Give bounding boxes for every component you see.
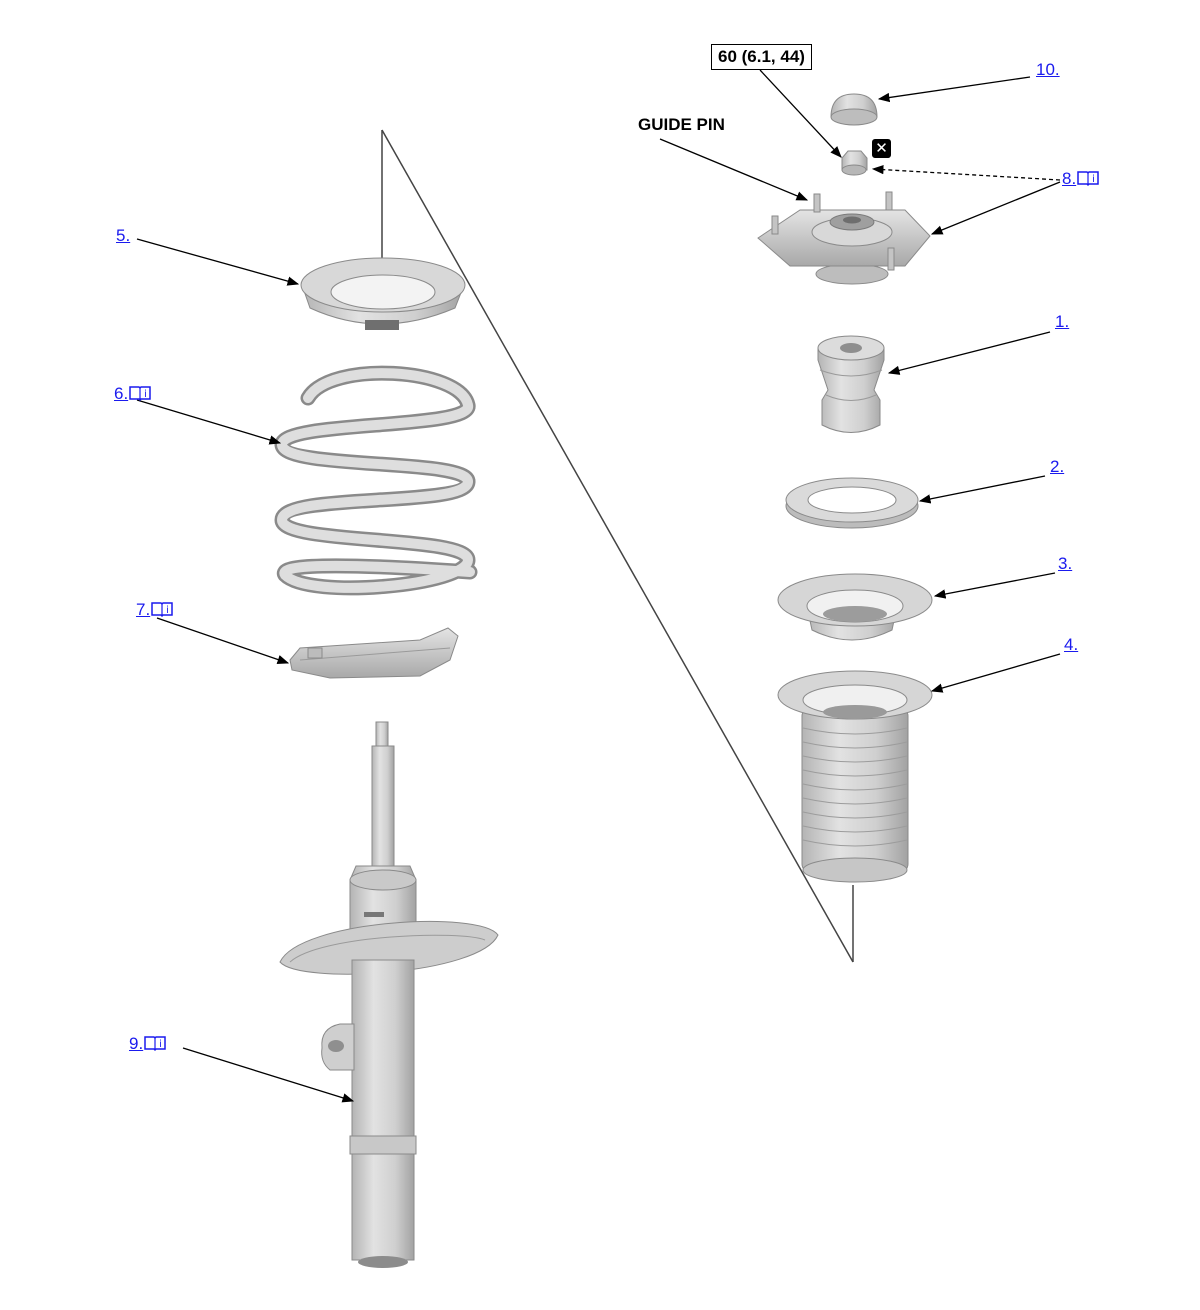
callout-9-label: 9. xyxy=(129,1034,144,1053)
callout-6-link[interactable]: 6. i xyxy=(114,384,151,404)
torque-spec-box: 60 (6.1, 44) xyxy=(711,44,812,70)
part-1-bump-stop xyxy=(817,335,885,433)
book-info-icon: i xyxy=(151,602,173,618)
book-info-icon: i xyxy=(144,1036,166,1052)
svg-text:i: i xyxy=(144,389,147,400)
callout-8-link[interactable]: 8. i xyxy=(1062,169,1099,189)
replace-x-icon: ✕ xyxy=(872,139,891,158)
callout-2-link[interactable]: 2. xyxy=(1050,457,1065,476)
callout-5-link[interactable]: 5. xyxy=(116,226,131,245)
part-4-dust-boot xyxy=(777,670,933,883)
callout-1-link[interactable]: 1. xyxy=(1055,312,1070,331)
part-5-spring-seat xyxy=(300,257,466,330)
callout-8-label: 8. xyxy=(1062,169,1077,188)
part-10-dust-cap xyxy=(830,93,878,126)
callout-7-label: 7. xyxy=(136,600,151,619)
part-6-coil-spring xyxy=(274,365,478,596)
part-3-upper-spring-seat xyxy=(777,573,933,641)
callout-3-link[interactable]: 3. xyxy=(1058,554,1073,573)
guide-pin-label: GUIDE PIN xyxy=(638,115,725,134)
part-7-spring-isolator xyxy=(289,627,459,679)
part-8-upper-mount xyxy=(757,191,931,285)
part-9-strut-assembly xyxy=(279,721,499,1268)
callout-6-label: 6. xyxy=(114,384,129,403)
svg-text:i: i xyxy=(1092,174,1095,185)
book-info-icon: i xyxy=(129,386,151,402)
leader-lines xyxy=(136,69,1061,1103)
book-info-icon: i xyxy=(1077,171,1099,187)
callout-10-link[interactable]: 10. xyxy=(1036,60,1060,79)
callout-7-link[interactable]: 7. i xyxy=(136,600,173,620)
part-2-bearing xyxy=(785,477,919,529)
svg-text:i: i xyxy=(159,1039,162,1050)
self-locking-nut xyxy=(841,150,868,176)
svg-text:i: i xyxy=(166,605,169,616)
callout-4-link[interactable]: 4. xyxy=(1064,635,1079,654)
callout-9-link[interactable]: 9. i xyxy=(129,1034,166,1054)
